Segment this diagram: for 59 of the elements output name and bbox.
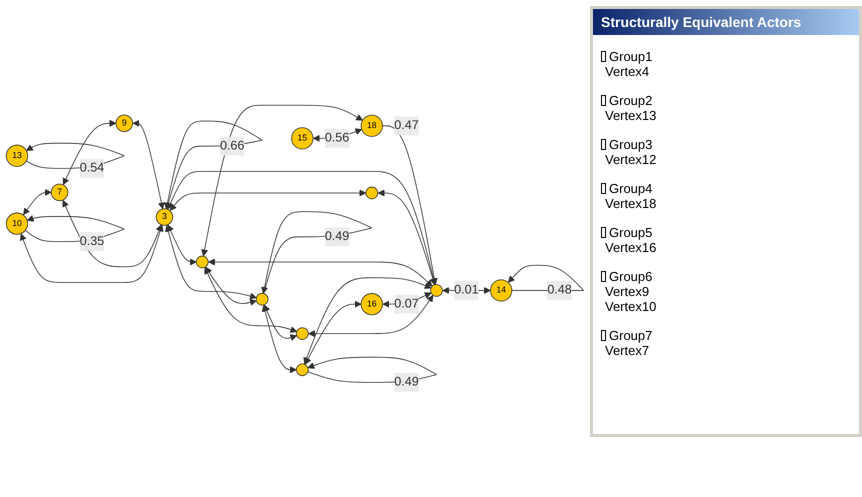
- group-label: Group1: [609, 49, 652, 64]
- node-circle: 13: [6, 144, 28, 167]
- arrow: [20, 224, 164, 283]
- arrow: [382, 125, 438, 285]
- vertex-label: Vertex12: [604, 152, 658, 167]
- group-label: Group7: [609, 328, 652, 343]
- edge-label: 0.49: [394, 375, 419, 389]
- node-circle: 15: [291, 127, 314, 150]
- arrow: [208, 258, 433, 287]
- group-label: Group2: [609, 93, 652, 108]
- arrow: [167, 170, 437, 285]
- node-circle: [296, 363, 309, 376]
- arrow: [264, 304, 298, 341]
- vertex-label: Vertex16: [604, 240, 658, 255]
- window-title: Structurally Equivalent Actors: [593, 9, 859, 35]
- edge-label: 0.07: [394, 297, 419, 310]
- node-circle: [256, 292, 268, 306]
- node-circle: [430, 284, 443, 297]
- vertex-label: Vertex13: [604, 108, 658, 123]
- arrow: [204, 267, 298, 333]
- arrow: [378, 189, 436, 286]
- edge-label: 0.48: [547, 283, 572, 297]
- group-label: Group3: [609, 137, 652, 152]
- node-circle: 9: [116, 114, 133, 132]
- node-circle: 16: [360, 292, 383, 316]
- vertex-label: Vertex9: [604, 284, 650, 299]
- edge-label: 0.66: [220, 139, 244, 152]
- arrow: [23, 188, 52, 215]
- arrow: [165, 225, 257, 300]
- vertex-label: Vertex7: [604, 343, 650, 358]
- arrow: [132, 120, 165, 210]
- node-circle: [296, 327, 309, 340]
- node-circle: 10: [6, 212, 28, 235]
- edge-label: 0.54: [80, 161, 104, 175]
- node-circle: 14: [490, 279, 512, 302]
- edge-label: 0.01: [454, 283, 479, 297]
- arrow: [304, 300, 362, 365]
- node-circle: 18: [360, 114, 383, 137]
- node-circle: 7: [50, 184, 68, 202]
- arrow: [62, 200, 162, 268]
- node-circle: [366, 186, 378, 200]
- group-label: Group6: [609, 269, 652, 284]
- arrow: [62, 120, 116, 185]
- arrow: [170, 189, 366, 211]
- node-circle: 3: [156, 208, 174, 226]
- arrow: [167, 224, 197, 266]
- node-circle: [196, 256, 209, 268]
- group-label: Group4: [609, 181, 652, 196]
- arrow: [308, 294, 434, 338]
- edge-label: 0.49: [324, 230, 350, 244]
- edge-label: 0.35: [80, 234, 104, 248]
- vertex-label: Vertex10: [604, 299, 658, 314]
- vertex-label: Vertex18: [604, 196, 658, 211]
- edge-label: 0.56: [324, 131, 350, 145]
- arrow: [262, 304, 297, 374]
- group-label: Group5: [609, 225, 652, 240]
- vertex-label: Vertex4: [604, 64, 650, 79]
- arrow: [205, 266, 257, 306]
- edge-label: 0.47: [394, 118, 419, 132]
